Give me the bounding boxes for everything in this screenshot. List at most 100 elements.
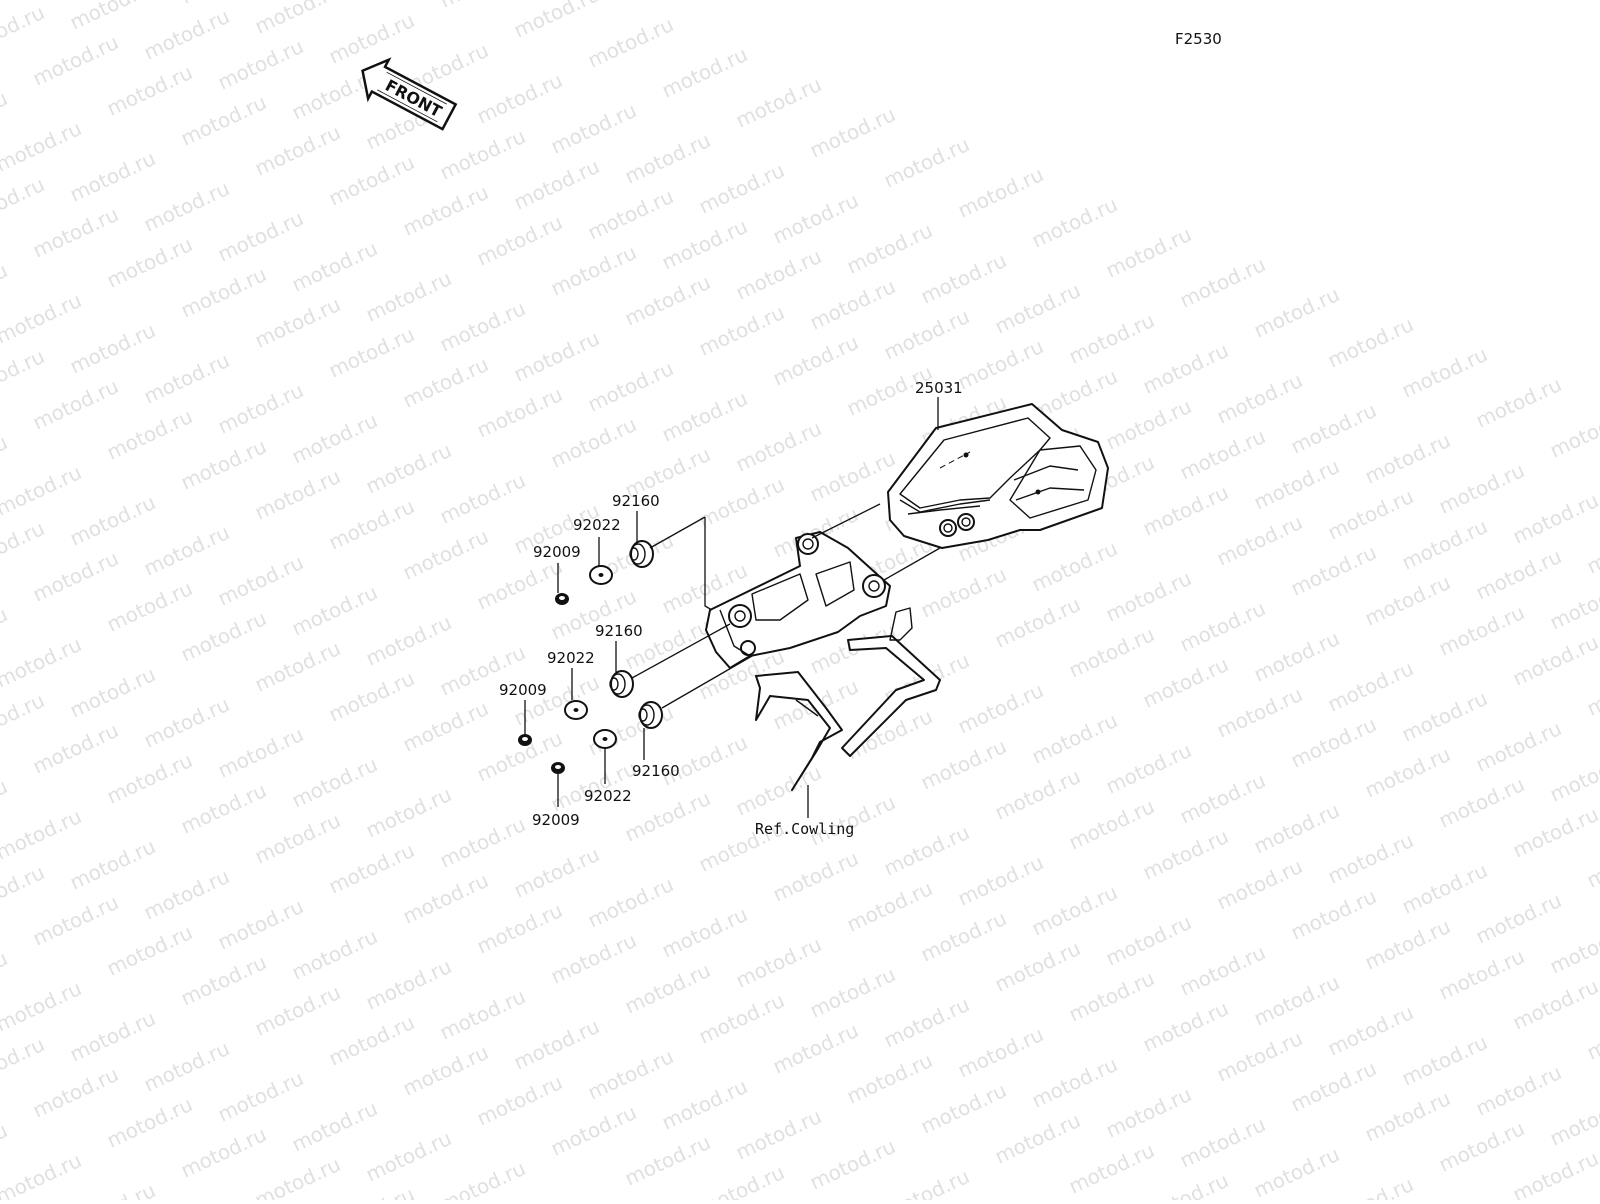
watermark-text: motod.ru	[177, 1122, 270, 1183]
washer-92022-a	[589, 565, 613, 585]
watermark-text: motod.ru	[214, 1066, 307, 1127]
watermark-text: motod.ru	[140, 520, 233, 581]
watermark-text: motod.ru	[66, 318, 159, 379]
watermark-text: motod.ru	[1287, 884, 1380, 945]
watermark-text: motod.ru	[1435, 600, 1528, 661]
watermark-text: motod.ru	[695, 300, 788, 361]
watermark-text: motod.ru	[1361, 570, 1454, 631]
watermark-text: motod.ru	[1287, 1056, 1380, 1117]
watermark-text: motod.ru	[1509, 1146, 1600, 1200]
watermark-text: motod.ru	[1065, 1138, 1158, 1199]
watermark-text: motod.ru	[473, 1070, 566, 1131]
meter-bracket	[705, 531, 891, 669]
watermark-text: motod.ru	[695, 1160, 788, 1200]
watermark-text: motod.ru	[436, 984, 529, 1045]
watermark-text: motod.ru	[177, 606, 270, 667]
watermark-text: motod.ru	[658, 214, 751, 275]
watermark-text: motod.ru	[251, 1152, 344, 1200]
watermark-text: motod.ru	[0, 774, 11, 835]
watermark-text: motod.ru	[29, 718, 122, 779]
watermark-text: motod.ru	[510, 154, 603, 215]
watermark-text: motod.ru	[325, 666, 418, 727]
watermark-text: motod.ru	[29, 30, 122, 91]
watermark-text: motod.ru	[288, 580, 381, 641]
watermark-text: motod.ru	[288, 1096, 381, 1157]
watermark-text: motod.ru	[1509, 630, 1600, 691]
watermark-text: motod.ru	[473, 554, 566, 615]
watermark-text: motod.ru	[29, 374, 122, 435]
watermark-text: motod.ru	[880, 304, 973, 365]
callout-25031: 25031	[915, 379, 963, 397]
watermark-text: motod.ru	[0, 516, 48, 577]
watermark-text: motod.ru	[806, 274, 899, 335]
watermark-text: motod.ru	[991, 1108, 1084, 1169]
watermark-text: motod.ru	[1546, 402, 1600, 463]
watermark-text: motod.ru	[1028, 708, 1121, 769]
watermark-text: motod.ru	[251, 0, 344, 39]
watermark-text: motod.ru	[510, 326, 603, 387]
watermark-text: motod.ru	[103, 920, 196, 981]
screw-92009-b	[518, 734, 532, 746]
watermark-text: motod.ru	[1287, 540, 1380, 601]
watermark-text: motod.ru	[473, 210, 566, 271]
watermark-text: motod.ru	[1324, 1000, 1417, 1061]
watermark-text: motod.ru	[399, 868, 492, 929]
watermark-text: motod.ru	[621, 786, 714, 847]
watermark-text: motod.ru	[1324, 312, 1417, 373]
watermark-text: motod.ru	[880, 1164, 973, 1200]
watermark-text: motod.ru	[1102, 566, 1195, 627]
watermark-text: motod.ru	[325, 150, 418, 211]
watermark-text: motod.ru	[1472, 888, 1565, 949]
watermark-text: motod.ru	[288, 924, 381, 985]
watermark-text: motod.ru	[0, 258, 11, 319]
watermark-text: motod.ru	[1583, 518, 1600, 579]
watermark-text: motod.ru	[658, 730, 751, 791]
watermark-text: motod.ru	[177, 434, 270, 495]
watermark-text: motod.ru	[1065, 966, 1158, 1027]
watermark-text: motod.ru	[1546, 574, 1600, 635]
watermark-text: motod.ru	[769, 846, 862, 907]
watermark-text: motod.ru	[214, 894, 307, 955]
watermark-text: motod.ru	[214, 34, 307, 95]
watermark-text: motod.ru	[1472, 716, 1565, 777]
watermark-text: motod.ru	[621, 128, 714, 189]
watermark-text: motod.ru	[732, 244, 825, 305]
watermark-text: motod.ru	[362, 954, 455, 1015]
watermark-text: motod.ru	[325, 494, 418, 555]
watermark-text: motod.ru	[843, 218, 936, 279]
watermark-text: motod.ru	[1398, 686, 1491, 747]
watermark-text: motod.ru	[66, 0, 159, 35]
watermark-text: motod.ru	[991, 278, 1084, 339]
watermark-text: motod.ru	[1213, 682, 1306, 743]
watermark-text: motod.ru	[584, 356, 677, 417]
watermark-text: motod.ru	[1176, 596, 1269, 657]
watermark-text: motod.ru	[214, 550, 307, 611]
watermark-text: motod.ru	[103, 1092, 196, 1153]
watermark-text: motod.ru	[547, 412, 640, 473]
watermark-text: motod.ru	[991, 592, 1084, 653]
watermark-text: motod.ru	[177, 262, 270, 323]
watermark-text: motod.ru	[0, 116, 85, 177]
watermark-text: motod.ru	[251, 464, 344, 525]
watermark-text: motod.ru	[0, 344, 48, 405]
watermark-text: motod.ru	[436, 468, 529, 529]
watermark-text: motod.ru	[769, 330, 862, 391]
watermark-text: motod.ru	[251, 808, 344, 869]
watermark-text: motod.ru	[436, 296, 529, 357]
watermark-text: motod.ru	[954, 850, 1047, 911]
watermark-text: motod.ru	[1324, 1172, 1417, 1200]
watermark-text: motod.ru	[1250, 454, 1343, 515]
watermark-text: motod.ru	[0, 460, 85, 521]
watermark-text: motod.ru	[584, 872, 677, 933]
watermark-text: motod.ru	[1361, 742, 1454, 803]
watermark-text: motod.ru	[1028, 880, 1121, 941]
watermark-text: motod.ru	[584, 700, 677, 761]
watermark-text: motod.ru	[621, 958, 714, 1019]
watermark-text: motod.ru	[325, 322, 418, 383]
watermark-text: motod.ru	[1139, 338, 1232, 399]
watermark-text: motod.ru	[1250, 798, 1343, 859]
watermark-text: motod.ru	[66, 662, 159, 723]
watermark-text: motod.ru	[732, 932, 825, 993]
watermark-text: motod.ru	[473, 68, 566, 129]
